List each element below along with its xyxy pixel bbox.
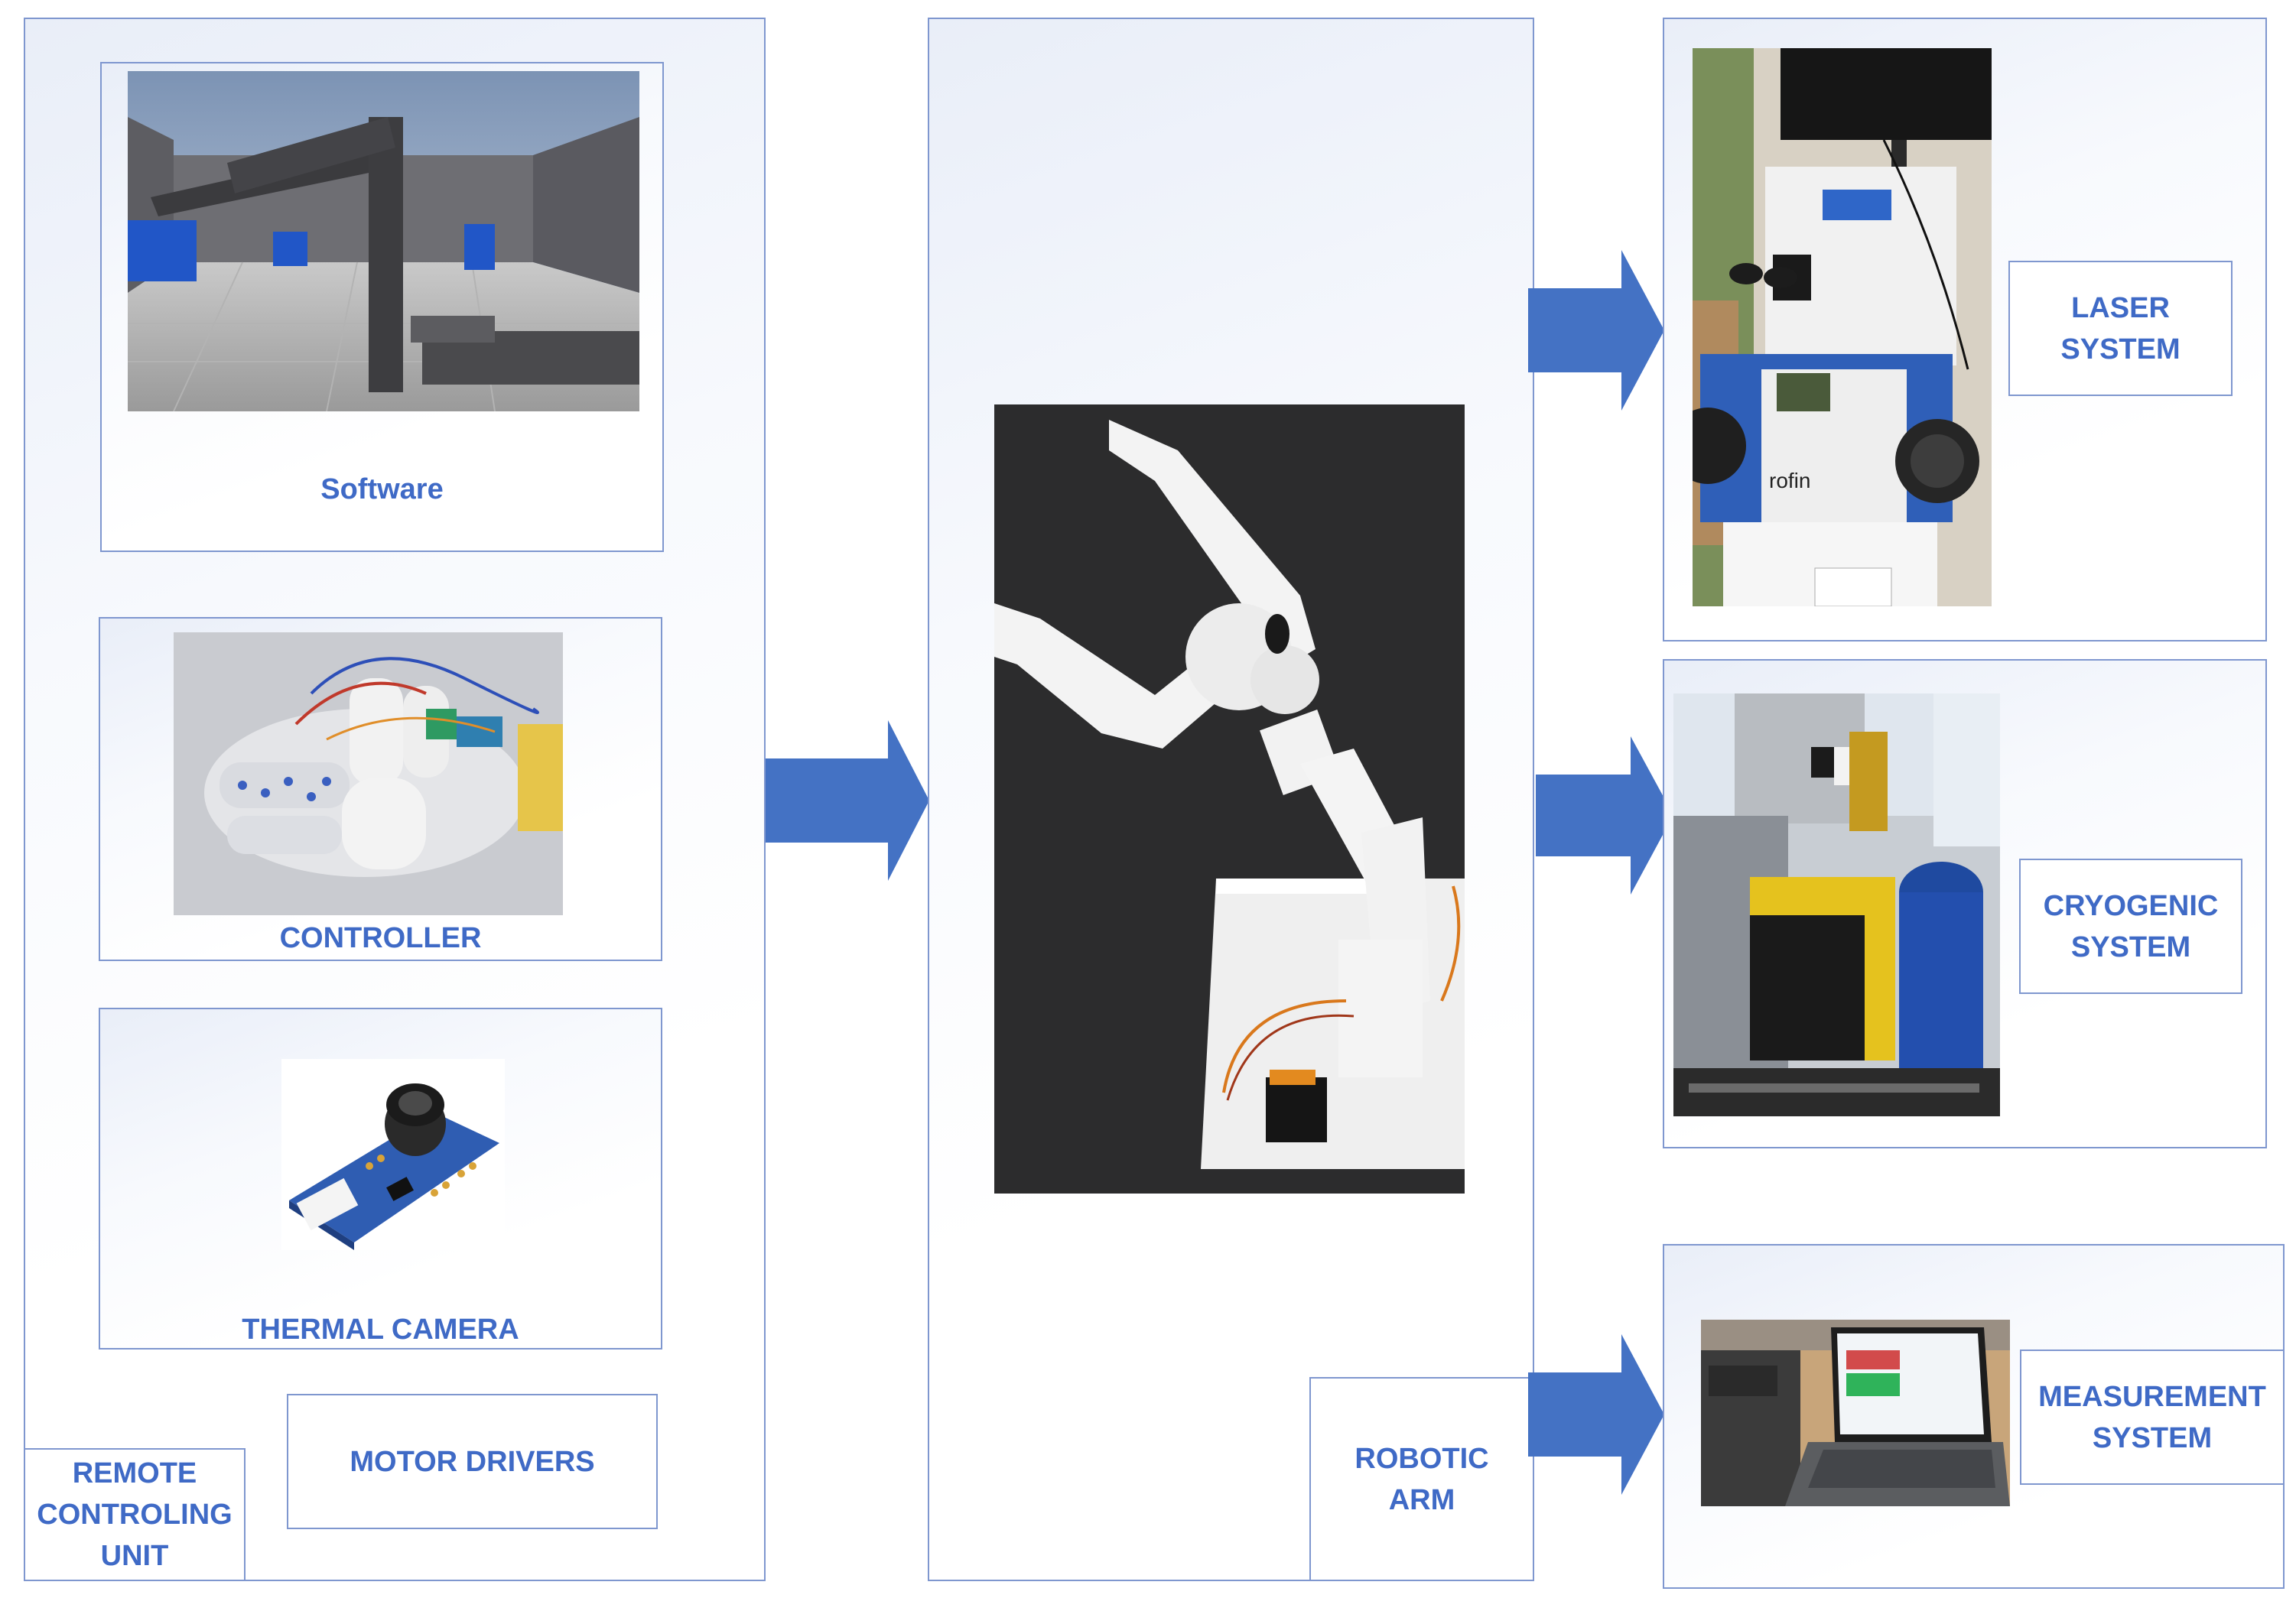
laser-system-label: LASER SYSTEM — [2060, 291, 2181, 365]
arrow-to-measurement-icon — [1528, 1334, 1664, 1495]
cryogenic-system-image — [1673, 693, 2000, 1116]
laser-system-box — [2008, 261, 2233, 396]
robotic-arm-image — [994, 404, 1465, 1194]
controller-label: CONTROLLER — [279, 922, 482, 954]
cryogenic-system-label: CRYOGENIC SYSTEM — [2043, 889, 2219, 963]
measurement-system-image — [1701, 1320, 2010, 1506]
arrow-to-cryogenic-icon — [1536, 736, 1673, 895]
remote-controlling-unit-label: REMOTE CONTROLING UNIT — [37, 1457, 233, 1572]
controller-glove-image — [174, 632, 563, 915]
remote-controlling-unit-box — [24, 1448, 246, 1581]
robotic-arm-box — [1309, 1377, 1534, 1581]
software-label: Software — [320, 473, 444, 505]
motor-drivers-label: MOTOR DRIVERS — [350, 1445, 595, 1478]
thermal-camera-image — [281, 1059, 505, 1250]
robotic-arm-label: ROBOTIC ARM — [1355, 1442, 1489, 1516]
thermal-camera-label: THERMAL CAMERA — [242, 1314, 519, 1346]
laser-system-image: rofin — [1693, 48, 1992, 606]
motor-drivers-box — [287, 1394, 658, 1529]
measurement-system-box — [2020, 1350, 2285, 1485]
software-simulation-image — [128, 71, 639, 411]
measurement-system-label: MEASUREMENT SYSTEM — [2038, 1380, 2266, 1454]
cryogenic-system-box — [2019, 859, 2242, 994]
arrow-to-laser-icon — [1528, 250, 1664, 411]
arrow-right-icon — [766, 720, 929, 881]
laser-brand-text: rofin — [1769, 469, 1810, 492]
